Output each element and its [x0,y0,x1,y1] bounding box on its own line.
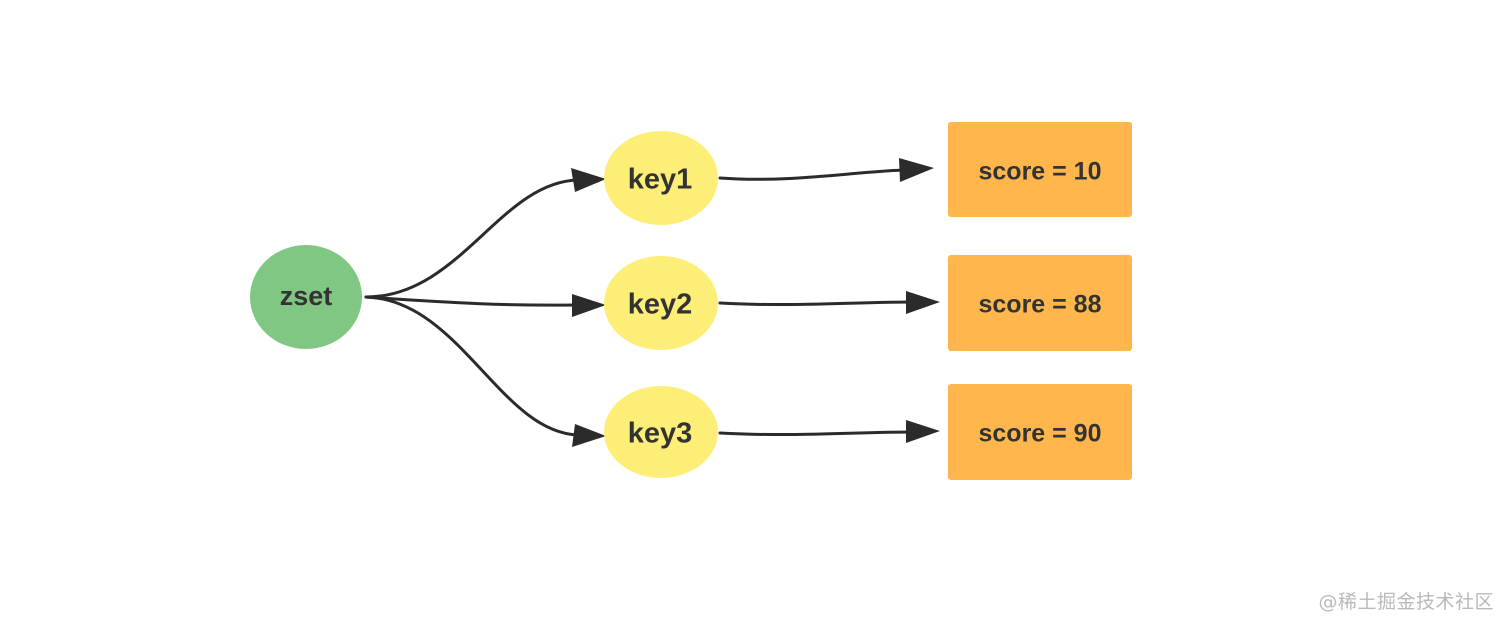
node-zset-shape [250,245,362,349]
node-key2: key2 [604,256,718,350]
watermark: @稀土掘金技术社区 [1318,591,1494,613]
node-score2: score = 88 [948,255,1132,351]
arrowhead-key3 [572,424,606,447]
edge-zset-key1 [364,178,580,299]
node-score2-shape [948,255,1132,351]
node-key3: key3 [604,386,718,478]
node-score3-shape [948,384,1132,480]
node-key1-shape [604,131,718,225]
node-score1-label: score = 10 [978,158,1101,186]
node-zset: zset [250,245,362,349]
arrowhead-score1 [899,158,934,182]
edge-zset-key3 [364,295,580,437]
node-key3-shape [604,386,718,478]
node-key1: key1 [604,131,718,225]
arrowhead-score2 [906,291,940,314]
node-score1: score = 10 [948,122,1132,217]
node-key3-label: key3 [628,418,693,450]
arrowhead-key1 [571,168,606,192]
node-score1-shape [948,122,1132,217]
edge-key1-score1 [718,168,906,181]
arrowhead-key2 [572,294,606,317]
node-key1-label: key1 [628,164,693,196]
node-key2-shape [604,256,718,350]
node-key2-label: key2 [628,289,693,321]
arrowhead-score3 [906,420,940,443]
node-score3-label: score = 90 [978,420,1101,448]
node-score3: score = 90 [948,384,1132,480]
node-zset-label: zset [280,281,333,311]
edge-zset-key2 [364,295,580,307]
edge-key2-score2 [718,300,914,307]
node-score2-label: score = 88 [978,291,1101,319]
edge-key3-score3 [718,430,914,437]
